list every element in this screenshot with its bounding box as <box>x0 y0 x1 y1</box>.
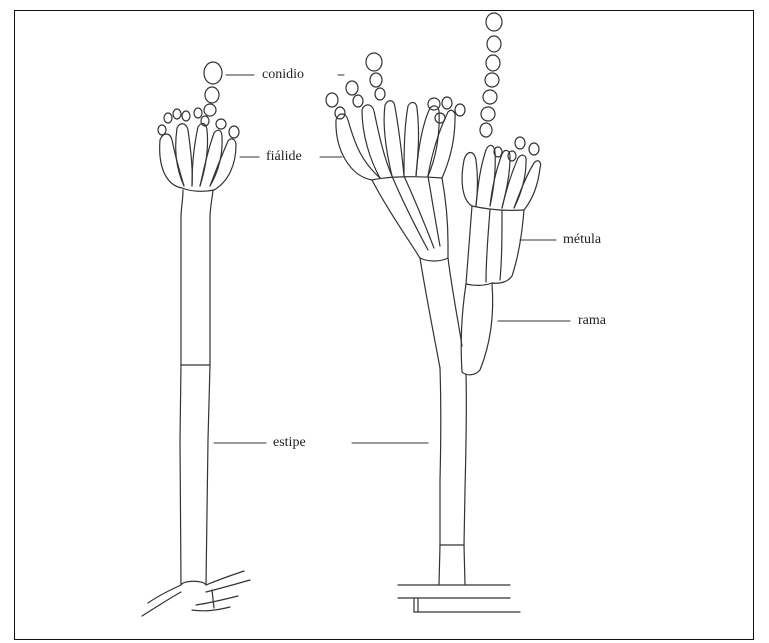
right-right-metulae <box>466 206 524 285</box>
right-stipe <box>439 368 466 585</box>
label-fialide: fiálide <box>266 149 302 165</box>
left-phialides <box>160 124 236 192</box>
right-conidiophore <box>326 13 541 612</box>
label-conidio: conidio <box>262 67 304 83</box>
label-rama: rama <box>578 313 606 329</box>
left-conidiophore <box>142 62 250 616</box>
right-left-metulae <box>372 176 448 261</box>
right-left-branch <box>420 258 462 368</box>
right-right-branch <box>461 284 492 375</box>
right-conidia-chain <box>480 13 502 137</box>
right-base <box>398 585 520 612</box>
left-stipe <box>180 190 213 585</box>
label-estipe: estipe <box>273 435 306 451</box>
right-right-phialides <box>462 145 540 210</box>
left-hyphae <box>142 571 250 616</box>
right-left-phialides <box>336 101 455 180</box>
label-metula: métula <box>563 232 601 248</box>
